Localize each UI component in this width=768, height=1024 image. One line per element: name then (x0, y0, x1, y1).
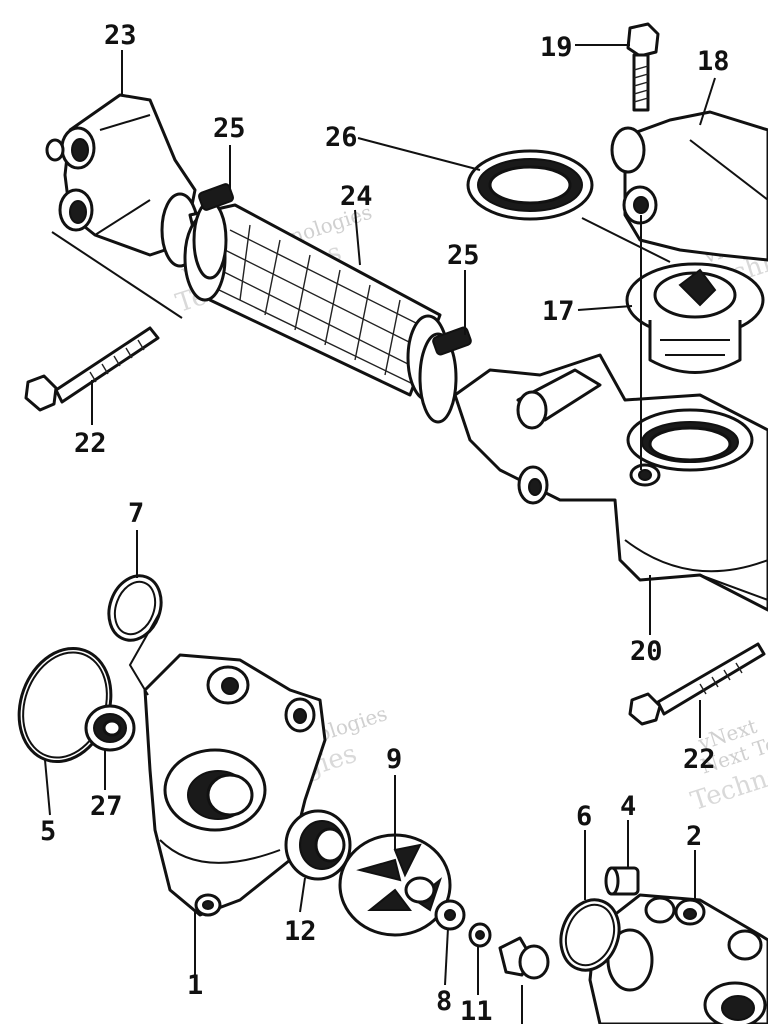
callout-24: 24 (340, 181, 373, 212)
callout-26: 26 (325, 122, 358, 153)
callout-7: 7 (128, 498, 144, 529)
part-7-o-ring (107, 574, 163, 642)
callout-2: 2 (686, 821, 702, 852)
callout-12: 12 (284, 916, 317, 947)
part-25-hose-clamp-right (418, 326, 472, 424)
callout-23: 23 (104, 20, 137, 51)
callout-9: 9 (386, 744, 402, 775)
callout-25-left: 25 (213, 113, 246, 144)
callout-1: 1 (187, 970, 203, 1001)
callout-22-upper: 22 (74, 428, 107, 459)
callout-5: 5 (40, 816, 56, 847)
part-26-gasket (466, 149, 594, 221)
part-22-bolt-lower (628, 642, 766, 726)
part-18-thermostat-cover (610, 110, 768, 262)
callout-20: 20 (630, 636, 663, 667)
impeller-screw (498, 936, 550, 980)
callout-8: 8 (436, 986, 452, 1017)
part-9-impeller (338, 833, 452, 937)
callout-25-right: 25 (447, 240, 480, 271)
callout-6: 6 (576, 801, 592, 832)
part-11-washer (468, 922, 492, 948)
part-6-o-ring (559, 898, 621, 972)
part-17-thermostat (625, 262, 765, 374)
part-12-pump-seal (284, 809, 352, 881)
part-2-pump-cover (588, 893, 768, 1024)
part-27-seal (84, 704, 136, 752)
callout-4: 4 (620, 791, 636, 822)
leader-lines (44, 44, 716, 1024)
part-23-inlet-elbow (45, 93, 200, 268)
part-4-dowel-pin (604, 866, 640, 896)
callout-labels: 23 25 26 24 19 18 25 17 22 7 20 22 9 5 2… (40, 20, 730, 1024)
part-20-water-pipe-housing (453, 353, 768, 612)
callout-18: 18 (697, 46, 730, 77)
part-22-bolt-upper (24, 326, 160, 412)
part-8-washer (434, 899, 466, 931)
callout-27: 27 (90, 791, 123, 822)
part-19-bolt (626, 22, 660, 112)
callout-17: 17 (542, 296, 575, 327)
callout-19: 19 (540, 32, 573, 63)
callout-11: 11 (460, 996, 493, 1024)
part-25-hose-clamp-left (192, 183, 234, 280)
part-1-pump-body (143, 653, 327, 917)
callout-22-lower: 22 (683, 744, 716, 775)
